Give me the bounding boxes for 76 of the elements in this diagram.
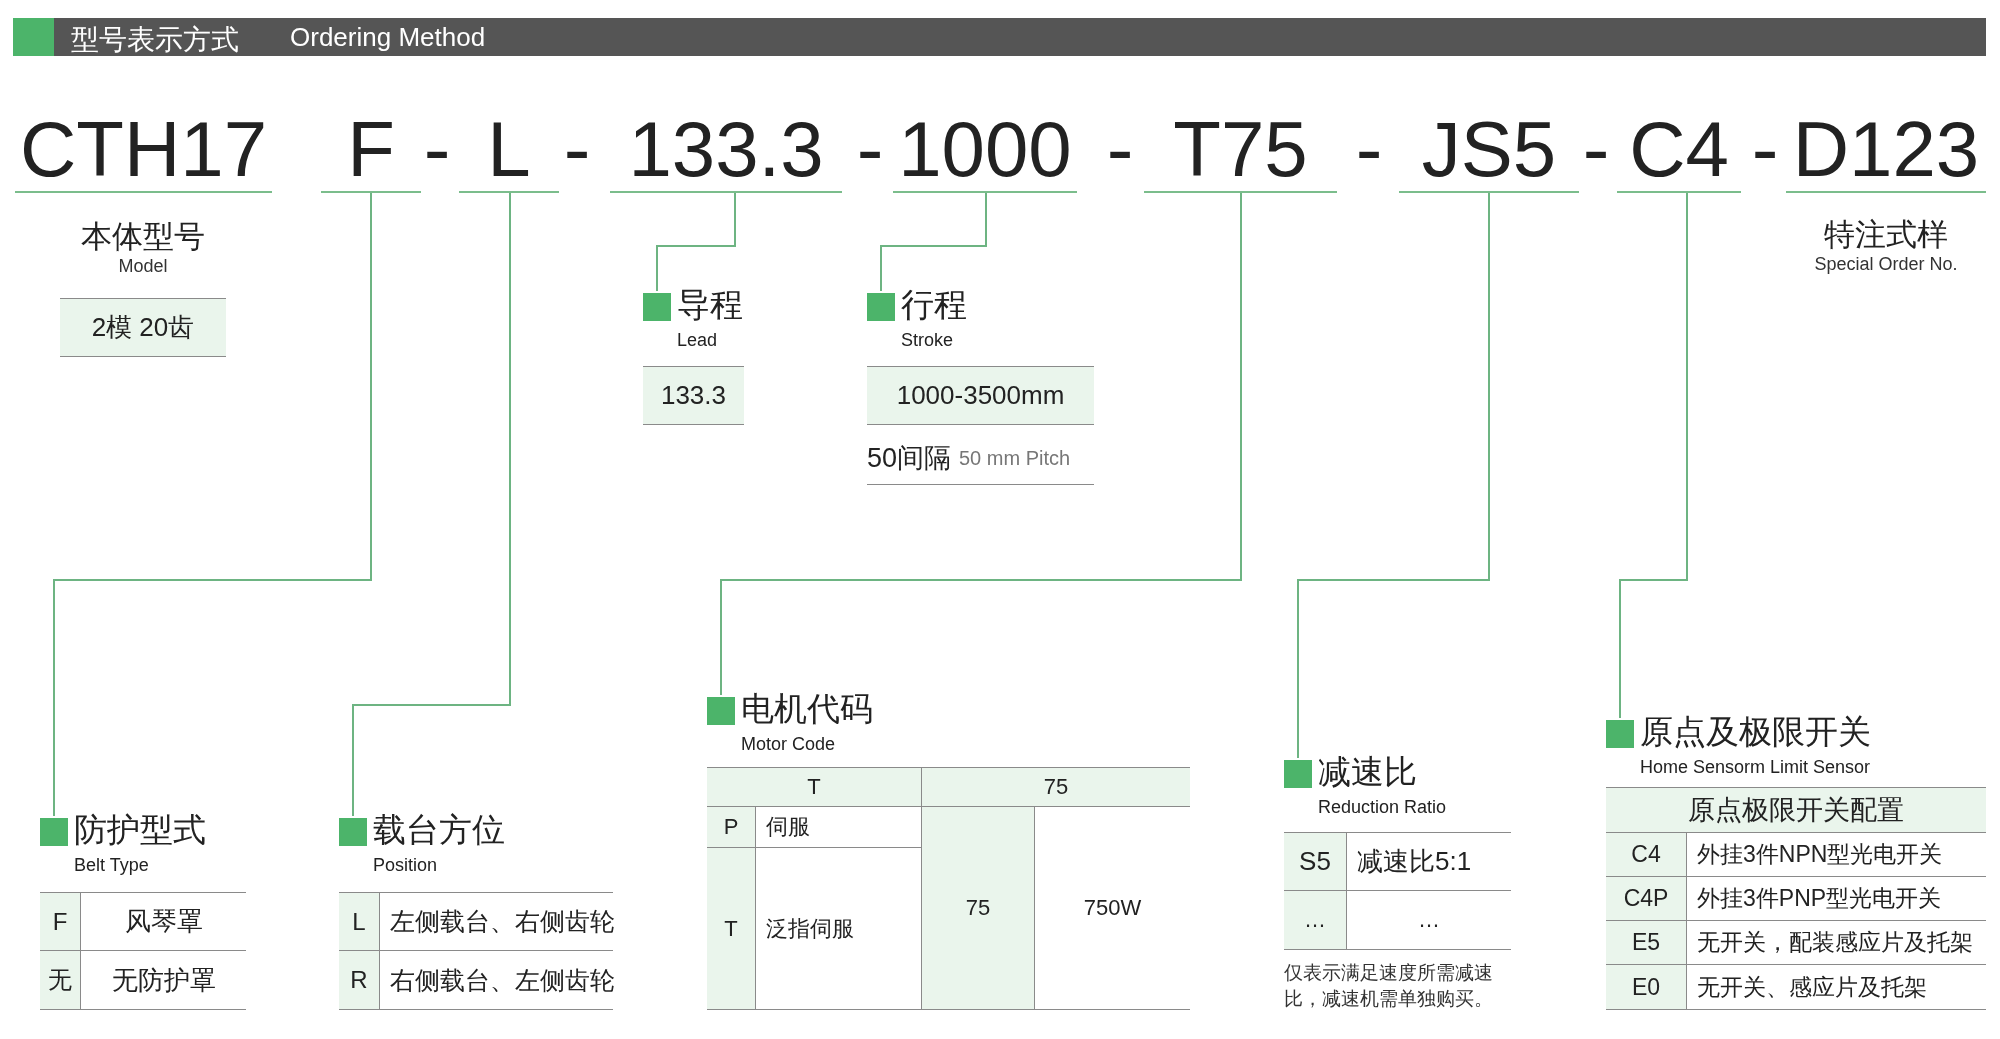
code-segment: 133.3 xyxy=(610,105,842,193)
code-segment: JS5 xyxy=(1399,105,1579,193)
leader-line xyxy=(1297,192,1490,759)
table-header: 75 xyxy=(921,767,1190,807)
code-segment: D123 xyxy=(1786,105,1986,193)
option-description: 无开关、感应片及托架 xyxy=(1686,965,1986,1010)
section-subheading: Special Order No. xyxy=(1813,254,1959,276)
dash: - xyxy=(1581,105,1611,193)
section-subheading: Motor Code xyxy=(741,733,836,755)
dash: - xyxy=(1354,105,1384,193)
option-description: 外挂3件PNP型光电开关 xyxy=(1686,877,1986,921)
option-code: S5 xyxy=(1284,832,1346,891)
leader-line xyxy=(720,192,1242,696)
section-heading: 本体型号 xyxy=(80,218,206,256)
option-description: 左侧载台、右侧齿轮 xyxy=(379,892,613,951)
option-code: … xyxy=(1284,891,1346,950)
footnote: 仅表示满足速度所需减速比，减速机需单独购买。 xyxy=(1284,961,1494,1011)
dash: - xyxy=(1750,105,1780,193)
section-subheading: Position xyxy=(373,854,438,876)
spec-value: 133.3 xyxy=(643,366,744,425)
leader-line xyxy=(352,192,511,817)
header-subtitle: Ordering Method xyxy=(290,20,487,54)
dash: - xyxy=(1105,105,1135,193)
option-description: 减速比5:1 xyxy=(1346,832,1511,891)
section-heading: 行程 xyxy=(901,285,967,325)
leader-line xyxy=(53,192,372,817)
pitch-note: 50间隔 xyxy=(867,432,959,485)
section-heading: 载台方位 xyxy=(373,810,505,850)
option-code: C4 xyxy=(1606,833,1686,877)
option-code: P xyxy=(707,807,755,848)
code-segment: T75 xyxy=(1144,105,1337,193)
code-segment: C4 xyxy=(1617,105,1741,193)
option-code: L xyxy=(339,892,379,951)
section-heading: 原点及极限开关 xyxy=(1640,712,1871,752)
section-subheading: Reduction Ratio xyxy=(1318,796,1447,818)
option-description: … xyxy=(1346,891,1511,950)
spec-value: 1000-3500mm xyxy=(867,366,1094,425)
pitch-note: 50 mm Pitch xyxy=(959,432,1094,485)
spec-value: 2模 20齿 xyxy=(60,298,226,357)
option-value: 750W xyxy=(1034,807,1190,1010)
option-code: T xyxy=(707,848,755,1010)
option-value: 75 xyxy=(921,807,1034,1010)
leader-line xyxy=(1619,192,1688,719)
option-code: E5 xyxy=(1606,921,1686,965)
header-title: 型号表示方式 xyxy=(71,23,239,57)
section-subheading: Home Sensorm Limit Sensor xyxy=(1640,756,1871,778)
table-header: T xyxy=(707,767,921,807)
option-code: F xyxy=(40,892,80,951)
dash: - xyxy=(562,105,592,193)
section-subheading: Belt Type xyxy=(74,854,149,876)
code-segment: F xyxy=(321,105,421,193)
section-subheading: Stroke xyxy=(901,329,954,351)
option-description: 外挂3件NPN型光电开关 xyxy=(1686,833,1986,877)
section-heading: 导程 xyxy=(677,285,743,325)
option-code: R xyxy=(339,951,379,1010)
code-segment: L xyxy=(459,105,559,193)
leader-line xyxy=(656,192,736,292)
dash: - xyxy=(422,105,452,193)
section-heading: 防护型式 xyxy=(74,810,206,850)
option-code: E0 xyxy=(1606,965,1686,1010)
option-description: 风琴罩 xyxy=(80,892,246,951)
table-header: 原点极限开关配置 xyxy=(1606,787,1986,833)
section-subheading: Model xyxy=(117,256,169,278)
dash: - xyxy=(855,105,885,193)
option-code: 无 xyxy=(40,951,80,1010)
option-description: 无防护罩 xyxy=(80,951,246,1010)
leader-line xyxy=(880,192,987,292)
option-code: C4P xyxy=(1606,877,1686,921)
section-subheading: Lead xyxy=(677,329,718,351)
section-heading: 减速比 xyxy=(1318,752,1417,792)
section-heading: 特注式样 xyxy=(1823,216,1949,254)
section-heading: 电机代码 xyxy=(741,689,873,729)
option-description: 无开关，配装感应片及托架 xyxy=(1686,921,1986,965)
code-segment: CTH17 xyxy=(15,105,272,193)
code-segment: 1000 xyxy=(893,105,1077,193)
option-description: 右侧载台、左侧齿轮 xyxy=(379,951,613,1010)
